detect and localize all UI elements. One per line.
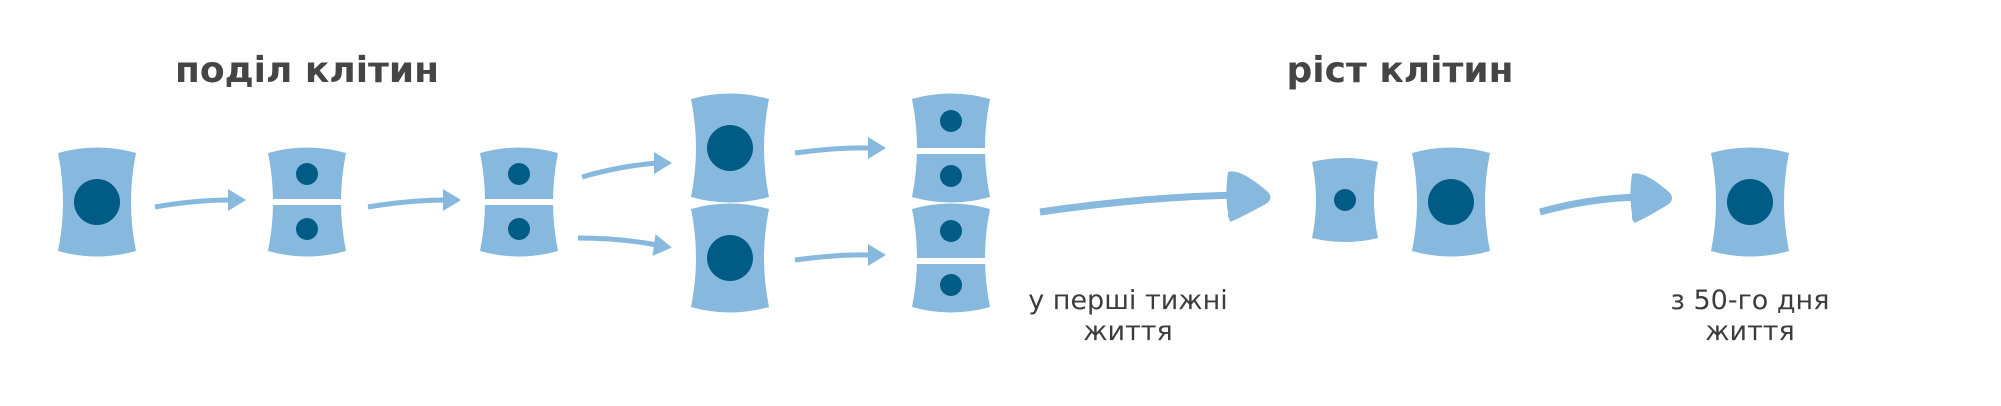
- mature-cell: [1711, 147, 1789, 257]
- nucleus-bottom: [296, 218, 318, 240]
- arrow-bottom-pair: [794, 244, 886, 266]
- nucleus-top: [940, 220, 962, 242]
- arrow-growth: [1539, 173, 1672, 223]
- caption-day-50-line1: з 50-го дня: [1671, 285, 1830, 316]
- nucleus-bottom: [940, 165, 962, 187]
- growth-heading: ріст клітин: [1287, 50, 1514, 91]
- dividing-cell-top: [902, 93, 1000, 203]
- cell-dividing-1: [258, 147, 356, 257]
- daughter-cell-bottom: [691, 203, 769, 313]
- nucleus-bottom: [940, 274, 962, 296]
- dividing-cell-bottom: [902, 203, 1000, 313]
- growing-cell-small: [1312, 158, 1378, 242]
- nucleus: [74, 179, 120, 225]
- caption-day-50-line2: життя: [1705, 316, 1795, 347]
- caption-first-weeks-line2: життя: [1083, 316, 1173, 347]
- arrow-top-pair: [794, 137, 886, 159]
- arrow-split-up: [581, 152, 672, 180]
- arrow-2: [367, 189, 461, 211]
- daughter-cell-top: [691, 93, 769, 203]
- nucleus: [1727, 179, 1773, 225]
- nucleus-top: [508, 163, 530, 185]
- nucleus-top: [940, 110, 962, 132]
- arrow-large-transition: [1039, 171, 1271, 222]
- nucleus: [707, 125, 753, 171]
- arrow-split-down: [577, 234, 674, 259]
- nucleus-top: [296, 163, 318, 185]
- nucleus-bottom: [508, 218, 530, 240]
- nucleus: [1334, 189, 1356, 211]
- cell-dividing-2: [470, 147, 568, 257]
- arrow-1: [154, 189, 246, 211]
- division-heading: поділ клітин: [175, 50, 439, 91]
- growing-cell-large: [1412, 147, 1490, 257]
- caption-first-weeks-line1: у перші тижні: [1028, 285, 1228, 316]
- nucleus: [1428, 179, 1474, 225]
- cell-single-large: [58, 147, 136, 257]
- nucleus: [707, 235, 753, 281]
